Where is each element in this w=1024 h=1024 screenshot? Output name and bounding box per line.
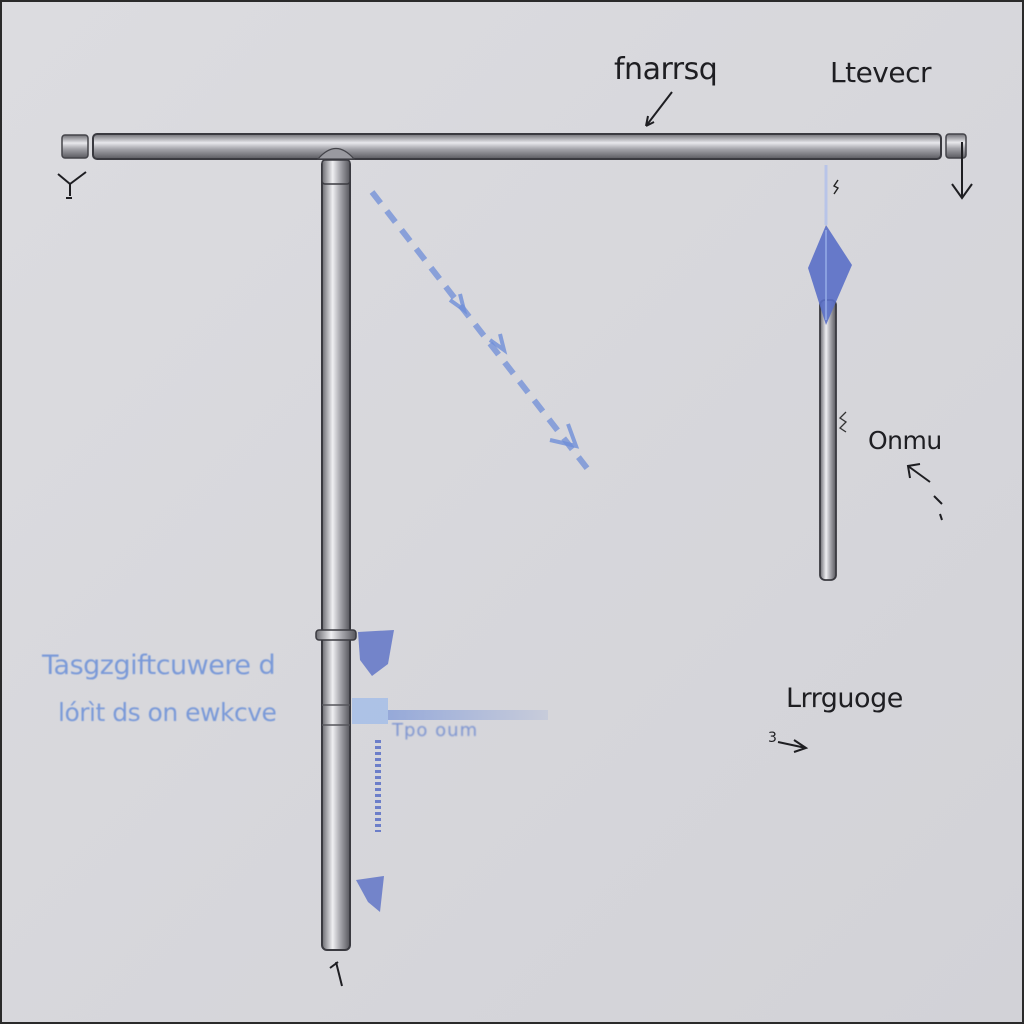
pipe-collar-top [321, 159, 351, 185]
pipe-end-cap-left [61, 134, 89, 159]
blue-dimension-bar [388, 710, 548, 720]
label-right-low: Lrrguoge [786, 683, 903, 714]
diagonal-arrow-icon [369, 190, 593, 474]
rod-side-ticks [838, 411, 848, 433]
arrow-down-icon [951, 142, 973, 200]
dashed-arrow-head [549, 423, 580, 449]
blue-marker-upper [358, 630, 394, 676]
label-left-blue-line2: lórìt ds on ewkcve [58, 698, 277, 727]
horizontal-pipe-body [92, 133, 942, 160]
vertical-rod-body [819, 299, 837, 581]
label-left-blue-line1: Tasgzgiftcuwere d [42, 650, 276, 681]
label-blue-mini: Tpo oum [392, 720, 479, 741]
pointer-arrow-bottom [329, 961, 343, 987]
dashed-diagonal-arrow [369, 190, 593, 474]
vertical-pipe-body [321, 159, 351, 951]
vertical-rod-right [808, 165, 852, 581]
label-right-mid: Onmu [868, 426, 942, 455]
dashed-arrow-chevron-1 [448, 293, 468, 315]
vertical-pipe-main [315, 159, 357, 951]
pointer-arrow-top-center [645, 91, 673, 127]
label-top-center: fnarrsq [614, 52, 718, 87]
tee-junction [316, 147, 356, 160]
blue-marker-box [352, 698, 388, 724]
black-annotation-arrows [57, 91, 973, 987]
horizontal-pipe [61, 133, 967, 160]
blue-annotations [352, 630, 548, 912]
pipe-flange [315, 629, 357, 641]
label-bottom-small: 3 [768, 730, 777, 746]
blue-flag-icon [808, 225, 852, 325]
label-top-right: Ltevecr [830, 56, 932, 89]
rod-tick-marks [832, 179, 840, 195]
dashed-arrow-chevron-2 [488, 333, 508, 355]
blue-marker-lower [356, 876, 384, 912]
y-marker-left [57, 171, 87, 199]
pointer-arrow-right-mid [906, 463, 943, 521]
pointer-arrow-right-low [777, 739, 809, 753]
